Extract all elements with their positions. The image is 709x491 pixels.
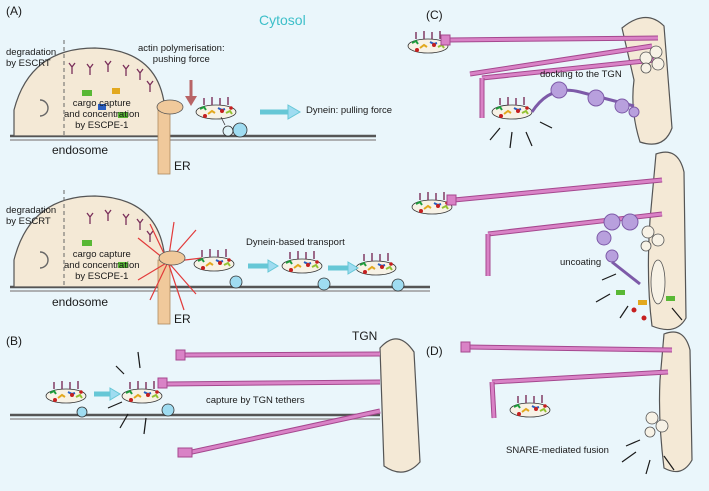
panel-label-d: (D) bbox=[426, 344, 443, 358]
panel-label-c: (C) bbox=[426, 8, 443, 22]
dynein-c1 bbox=[530, 81, 640, 118]
endosome-label-a2: endosome bbox=[52, 295, 109, 309]
dynein-force-label: Dynein: pulling force bbox=[306, 105, 393, 116]
dynein-c2 bbox=[596, 213, 641, 286]
tgn-tethers-b bbox=[157, 349, 381, 458]
tgn-label: TGN bbox=[352, 329, 378, 343]
cytosol-label: Cytosol bbox=[259, 12, 306, 28]
tgn-capture-label: capture by TGN tethers bbox=[206, 395, 305, 406]
actin-label: actin polymerisation:pushing force bbox=[138, 43, 225, 65]
er-tubule-a1 bbox=[157, 109, 171, 175]
snare-fusion-label: SNARE-mediated fusion bbox=[506, 445, 609, 456]
uncoating-label: uncoating bbox=[560, 257, 602, 268]
er-label-a2: ER bbox=[174, 312, 191, 326]
tgn-b bbox=[379, 338, 421, 473]
tgn-tethers-c1 bbox=[440, 34, 659, 118]
panel-label-b: (B) bbox=[6, 334, 22, 348]
er-label-a1: ER bbox=[174, 159, 191, 173]
panel-label-a: (A) bbox=[6, 4, 22, 18]
endosome-label-a1: endosome bbox=[52, 143, 109, 157]
tgn-tethers-d bbox=[460, 341, 673, 419]
docking-label: docking to the TGN bbox=[540, 69, 622, 80]
tgn-d bbox=[658, 331, 693, 473]
dynein-transport-label: Dynein-based transport bbox=[246, 237, 345, 248]
